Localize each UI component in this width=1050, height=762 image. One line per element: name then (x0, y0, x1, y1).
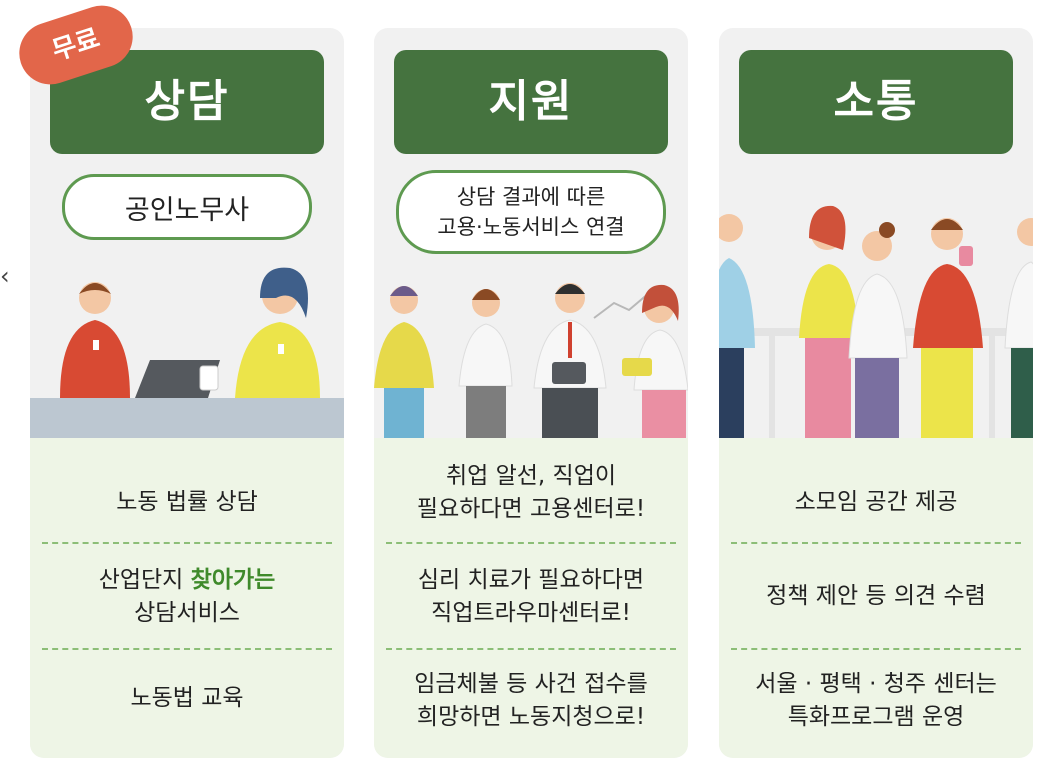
card-title: 지원 (394, 50, 668, 154)
item-line: 상담서비스 (134, 600, 240, 626)
item-text: 소모임 공간 제공 (794, 488, 958, 515)
card-lower: 취업 알선, 직업이 필요하다면 고용센터로! 심리 치료가 필요하다면 직업트… (374, 438, 688, 758)
divider (386, 648, 676, 650)
divider (42, 648, 332, 650)
card-lower: 소모임 공간 제공 정책 제안 등 의견 수렴 서울 · 평택 · 청주 센터는… (719, 438, 1033, 758)
list-item: 소모임 공간 제공 (729, 478, 1023, 526)
communicate-illustration (719, 158, 1033, 438)
item-line: 심리 치료가 필요하다면 (417, 567, 645, 593)
card-support: 지원 상담 결과에 따른 고용·노동서비스 연결 취업 알선, 직업이 (374, 28, 688, 758)
list-item: 서울 · 평택 · 청주 센터는 특화프로그램 운영 (729, 664, 1023, 738)
subtitle-line: 고용·노동서비스 연결 (437, 215, 625, 239)
consult-illustration (30, 258, 344, 438)
item-line: 취업 알선, 직업이 (445, 463, 617, 489)
card-lower: 노동 법률 상담 산업단지 찾아가는 상담서비스 노동법 교육 (30, 438, 344, 758)
item-text: 노동법 교육 (130, 684, 244, 711)
card-subtitle: 공인노무사 (62, 174, 312, 240)
card-communicate: 소통 소모임 공간 제공 정책 제안 (719, 28, 1033, 758)
list-item: 임금체불 등 사건 접수를 희망하면 노동지청으로! (384, 664, 678, 738)
divider (731, 542, 1021, 544)
divider (386, 542, 676, 544)
divider (42, 542, 332, 544)
item-text: 산업단지 (98, 567, 191, 593)
divider (731, 648, 1021, 650)
list-item: 노동 법률 상담 (40, 478, 334, 526)
list-item: 취업 알선, 직업이 필요하다면 고용센터로! (384, 456, 678, 530)
card-title: 상담 (50, 50, 324, 154)
highlight-text: 찾아가는 (190, 567, 276, 593)
card-title: 소통 (739, 50, 1013, 154)
support-illustration (374, 258, 688, 438)
item-line: 특화프로그램 운영 (787, 704, 965, 730)
card-consult: 상담 공인노무사 노동 법률 상담 산업단지 찾아가는 상담서비스 노동법 교육 (30, 28, 344, 758)
item-text: 정책 제안 등 의견 수렴 (766, 582, 986, 609)
list-item: 심리 치료가 필요하다면 직업트라우마센터로! (384, 560, 678, 634)
list-item: 산업단지 찾아가는 상담서비스 (40, 562, 334, 632)
list-item: 노동법 교육 (40, 674, 334, 722)
item-line: 서울 · 평택 · 청주 센터는 (755, 671, 997, 697)
card-subtitle: 상담 결과에 따른 고용·노동서비스 연결 (396, 170, 666, 254)
item-line: 필요하다면 고용센터로! (416, 496, 646, 522)
item-text: 노동 법률 상담 (116, 488, 258, 515)
subtitle-line: 상담 결과에 따른 (456, 185, 606, 209)
item-line: 산업단지 찾아가는 (99, 564, 276, 597)
list-item: 정책 제안 등 의견 수렴 (729, 572, 1023, 620)
item-line: 임금체불 등 사건 접수를 (414, 671, 648, 697)
item-line: 직업트라우마센터로! (431, 600, 631, 626)
item-line: 희망하면 노동지청으로! (416, 704, 646, 730)
prev-arrow-icon[interactable]: ‹ (0, 262, 10, 290)
